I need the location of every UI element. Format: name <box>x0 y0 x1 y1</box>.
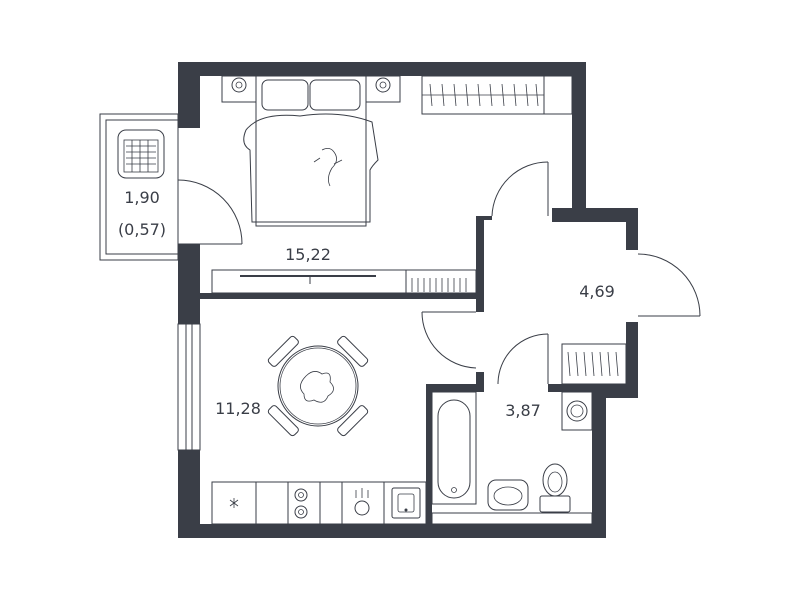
balcony-area: 1,90 <box>124 188 160 207</box>
armchair-icon <box>117 129 165 179</box>
walls <box>178 62 638 538</box>
washing-machine-icon <box>561 391 593 431</box>
bathtub-icon <box>431 391 477 505</box>
hallway-area: 4,69 <box>579 282 615 301</box>
nightstand-icon <box>365 75 401 103</box>
wardrobe-icon <box>561 343 627 385</box>
wardrobe-icon <box>421 75 573 115</box>
bathroom <box>431 391 593 513</box>
bed-icon <box>243 75 379 227</box>
kitchen-counter-icon <box>211 481 427 525</box>
balcony <box>99 113 243 261</box>
balcony-area-reduced: (0,57) <box>118 220 166 239</box>
toilet-icon <box>539 463 571 513</box>
bedroom <box>211 75 573 294</box>
nightstand-icon <box>221 75 257 103</box>
tv-stand-icon <box>211 269 477 294</box>
living-room <box>211 311 477 525</box>
sink-icon <box>354 487 421 519</box>
hallway <box>497 253 701 385</box>
living-window <box>177 323 201 451</box>
bedroom-area: 15,22 <box>285 245 331 264</box>
bathroom-area: 3,87 <box>505 401 541 420</box>
living-area: 11,28 <box>215 399 261 418</box>
bath-threshold <box>431 512 593 525</box>
stove-icon <box>294 488 308 519</box>
sink-icon <box>487 479 529 511</box>
dining-table-icon <box>267 335 369 437</box>
